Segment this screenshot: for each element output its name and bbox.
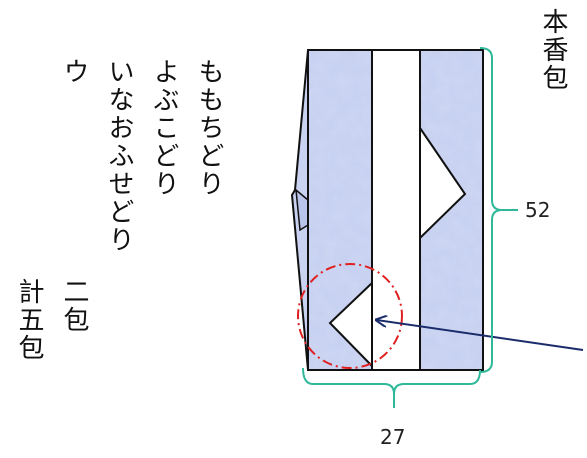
width-bracket xyxy=(302,367,481,395)
name-u: ウ xyxy=(59,58,89,86)
height-dimension-label: 52 xyxy=(525,198,551,222)
upper-triangle-fold xyxy=(419,124,467,241)
total-five-packets: 計五包 xyxy=(14,278,44,362)
name-momochidori: ももちどり xyxy=(194,58,224,198)
name-yobukodori: よぶこどり xyxy=(149,58,179,198)
highlight-circle xyxy=(297,263,403,369)
pointer-arrow xyxy=(377,320,584,351)
heading-text: 本香包 xyxy=(538,8,568,92)
lower-triangle-fold xyxy=(328,280,373,369)
width-dimension-label: 27 xyxy=(380,425,406,449)
count-two-packets: 二包 xyxy=(59,278,89,334)
name-inaofusedori: いなおふせどり xyxy=(104,58,134,254)
